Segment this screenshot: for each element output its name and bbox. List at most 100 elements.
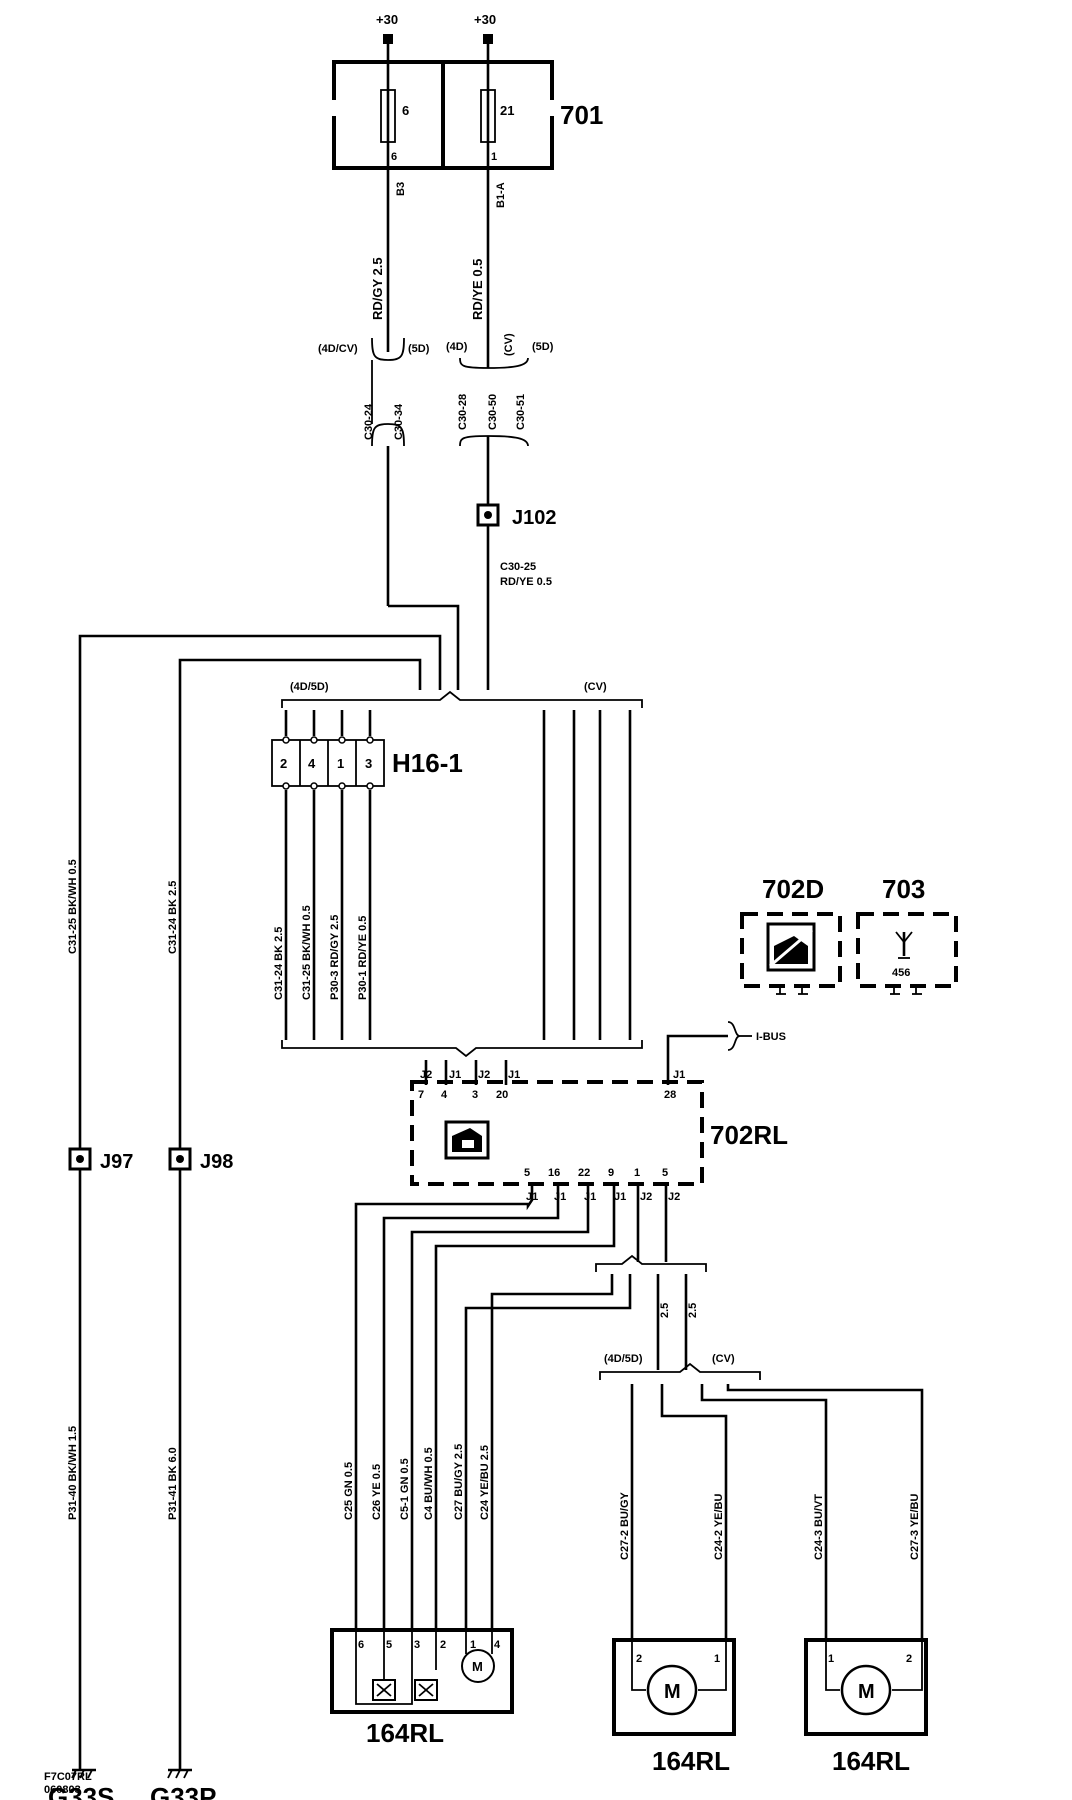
mod-bot-conn-5: J2 — [640, 1191, 652, 1203]
mod-ibus-pin: 28 — [664, 1089, 676, 1101]
mod-top-conn-2: J1 — [449, 1069, 461, 1081]
motor-main-pin-4: 2 — [440, 1639, 446, 1651]
motor-main-pin-1: 6 — [358, 1639, 364, 1651]
motor-unit-164rl-3: 1 2 M 164RL — [804, 1638, 928, 1776]
c30-left-pin-2: C30-34 — [393, 403, 405, 440]
mod-top-pin-3: 3 — [472, 1089, 478, 1101]
mod-bot-pin-6: 5 — [662, 1167, 668, 1179]
h16-wire-2: C31-25 BK/WH 0.5 — [301, 905, 313, 1000]
ground-g33s: G33S — [48, 1768, 115, 1800]
c703-number: 456 — [892, 967, 910, 979]
c30-left-variant-2: (5D) — [408, 343, 430, 355]
motor-2-pin-1: 2 — [636, 1653, 642, 1665]
fuse-left-pin: 6 — [391, 151, 397, 163]
connector-c30-left: (4D/CV) (5D) C30-24 C30-34 — [318, 337, 430, 447]
ground-left-label: G33S — [48, 1782, 115, 1800]
mod-bot-pin-1: 5 — [524, 1167, 530, 1179]
motor-wire-2: C24-2 YE/BU — [713, 1494, 725, 1560]
mod-top-conn-4: J1 — [508, 1069, 520, 1081]
component-702d: 702D — [740, 874, 842, 995]
fuse-left-terminal: B3 — [395, 182, 407, 196]
c30-right-pin-2: C30-50 — [487, 394, 499, 430]
window-switch-icon — [444, 1120, 490, 1160]
fuse-right-pin: 1 — [491, 151, 497, 163]
motor-main-pin-5: 1 — [470, 1639, 476, 1651]
ground-g33p: G33P — [150, 1768, 217, 1800]
h16-wire-1: C31-24 BK 2.5 — [273, 927, 285, 1000]
motor-unit-164rl-main: 6 5 3 2 1 4 M 164RL — [330, 1628, 514, 1748]
supply-left: +30 — [376, 12, 398, 62]
switch-2 — [414, 1679, 438, 1701]
j97-label: J97 — [100, 1151, 133, 1173]
c702d-label: 702D — [762, 874, 824, 904]
mod-bot-conn-6: J2 — [668, 1191, 680, 1203]
h16-pin-4: 3 — [365, 756, 372, 771]
wire-rd-gy: RD/GY 2.5 — [370, 257, 385, 320]
junction-j98: J98 — [168, 1147, 233, 1173]
mod-top-conn-1: J2 — [420, 1069, 432, 1081]
motor-wire-1: C27-2 BU/GY — [619, 1491, 631, 1560]
mod-top-pin-4: 20 — [496, 1089, 508, 1101]
c30-right-pin-1: C30-28 — [457, 394, 469, 430]
motor-main-pin-6: 4 — [494, 1639, 501, 1651]
ibus-label: I-BUS — [756, 1031, 786, 1043]
mod-top-conn-3: J2 — [478, 1069, 490, 1081]
motor-unit-164rl-2: 2 1 M 164RL — [612, 1638, 736, 1776]
mod-bot-conn-2: J1 — [554, 1191, 566, 1203]
supply-left-label: +30 — [376, 12, 398, 27]
motor-wire-3: C24-3 BU/VT — [813, 1494, 825, 1560]
mod-bot-pin-5: 1 — [634, 1167, 640, 1179]
motor-2-pin-2: 1 — [714, 1653, 720, 1665]
motor-main-pin-2: 5 — [386, 1639, 392, 1651]
j102-wire-1: C30-25 — [500, 561, 536, 573]
split-variant-right: (CV) — [712, 1353, 735, 1365]
fuse-right-terminal: B1-A — [495, 182, 507, 208]
c30-left-variant-1: (4D/CV) — [318, 343, 358, 355]
j102-wire-2: RD/YE 0.5 — [500, 576, 552, 588]
motor-main-label: 164RL — [366, 1718, 444, 1748]
bus-top-right-variant: (CV) — [584, 681, 607, 693]
motor-2-symbol: M — [664, 1681, 681, 1703]
c703-label: 703 — [882, 874, 925, 904]
h16-pin-3: 1 — [337, 756, 344, 771]
motor-3-symbol: M — [858, 1681, 875, 1703]
wire-rd-ye: RD/YE 0.5 — [470, 259, 485, 320]
c30-right-variant-1: (4D) — [446, 341, 468, 353]
lower-wire-5: C27 BU/GY 2.5 — [453, 1444, 465, 1520]
c30-right-pin-3: C30-51 — [515, 394, 527, 430]
h16-wire-3: P30-3 RD/GY 2.5 — [329, 915, 341, 1000]
motor-wire-4: C27-3 YE/BU — [909, 1494, 921, 1560]
split-size-2: 2.5 — [687, 1303, 699, 1318]
connector-h16-1: 2 4 1 3 H16-1 — [271, 736, 463, 790]
bus-top-left-variant: (4D/5D) — [290, 681, 329, 693]
footer-code: F7C07RL — [44, 1771, 92, 1783]
h16-wire-4: P30-1 RD/YE 0.5 — [357, 916, 369, 1000]
module-id: 702RL — [710, 1120, 788, 1150]
c30-right-variant-3: (5D) — [532, 341, 554, 353]
wire-c31-24: C31-24 BK 2.5 — [167, 881, 179, 954]
switch-1 — [372, 1679, 396, 1701]
fuse-right-number: 21 — [500, 103, 514, 118]
component-703: 703 456 — [856, 874, 958, 995]
mod-bot-pin-2: 16 — [548, 1167, 560, 1179]
h16-pin-1: 2 — [280, 756, 287, 771]
mod-bot-pin-4: 9 — [608, 1167, 614, 1179]
j98-label: J98 — [200, 1151, 233, 1173]
mod-bot-conn-3: J1 — [584, 1191, 596, 1203]
module-702rl: J2 J1 J2 J1 7 4 3 20 J1 28 702RL 5 16 22… — [410, 1069, 788, 1203]
lower-wire-3: C5-1 GN 0.5 — [399, 1458, 411, 1520]
mod-ibus-conn: J1 — [673, 1069, 685, 1081]
mod-top-pin-1: 7 — [418, 1089, 424, 1101]
fuse-box-701: 6 21 6 1 701 — [331, 60, 603, 170]
connector-c30-right: (4D) (CV) (5D) C30-28 C30-50 C30-51 — [446, 333, 554, 447]
lower-wire-4: C4 BU/WH 0.5 — [423, 1447, 435, 1520]
wire-p31-40: P31-40 BK/WH 1.5 — [67, 1426, 79, 1520]
fuse-left-number: 6 — [402, 103, 409, 118]
mod-top-pin-2: 4 — [441, 1089, 448, 1101]
motor-3-pin-1: 1 — [828, 1653, 834, 1665]
wire-c31-25: C31-25 BK/WH 0.5 — [67, 859, 79, 954]
junction-j97: J97 — [68, 1147, 133, 1173]
motor-3-pin-2: 2 — [906, 1653, 912, 1665]
split-size-1: 2.5 — [659, 1303, 671, 1318]
